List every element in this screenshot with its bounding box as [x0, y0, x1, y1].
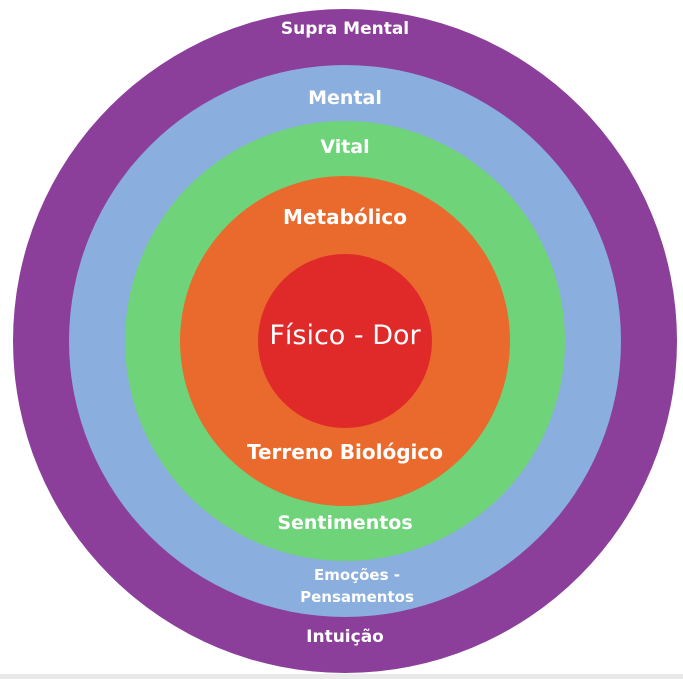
label-vital: Vital — [320, 136, 370, 158]
label-sentimentos: Sentimentos — [277, 512, 413, 534]
label-mental: Mental — [308, 87, 382, 109]
label-emocoes-pensamentos: Emoções - Pensamentos — [0, 565, 683, 609]
ring-fisico — [258, 254, 432, 428]
label-metabolico: Metabólico — [283, 205, 407, 229]
label-intuicao: Intuição — [306, 627, 384, 647]
label-supra-mental: Supra Mental — [280, 19, 410, 39]
label-emocoes-line2: Pensamentos — [300, 587, 414, 606]
label-terreno-biologico: Terreno Biológico — [247, 440, 443, 464]
bottom-divider — [0, 674, 683, 679]
label-fisico-dor: Físico - Dor — [269, 320, 421, 351]
label-emocoes-line1: Emoções - — [314, 566, 400, 584]
